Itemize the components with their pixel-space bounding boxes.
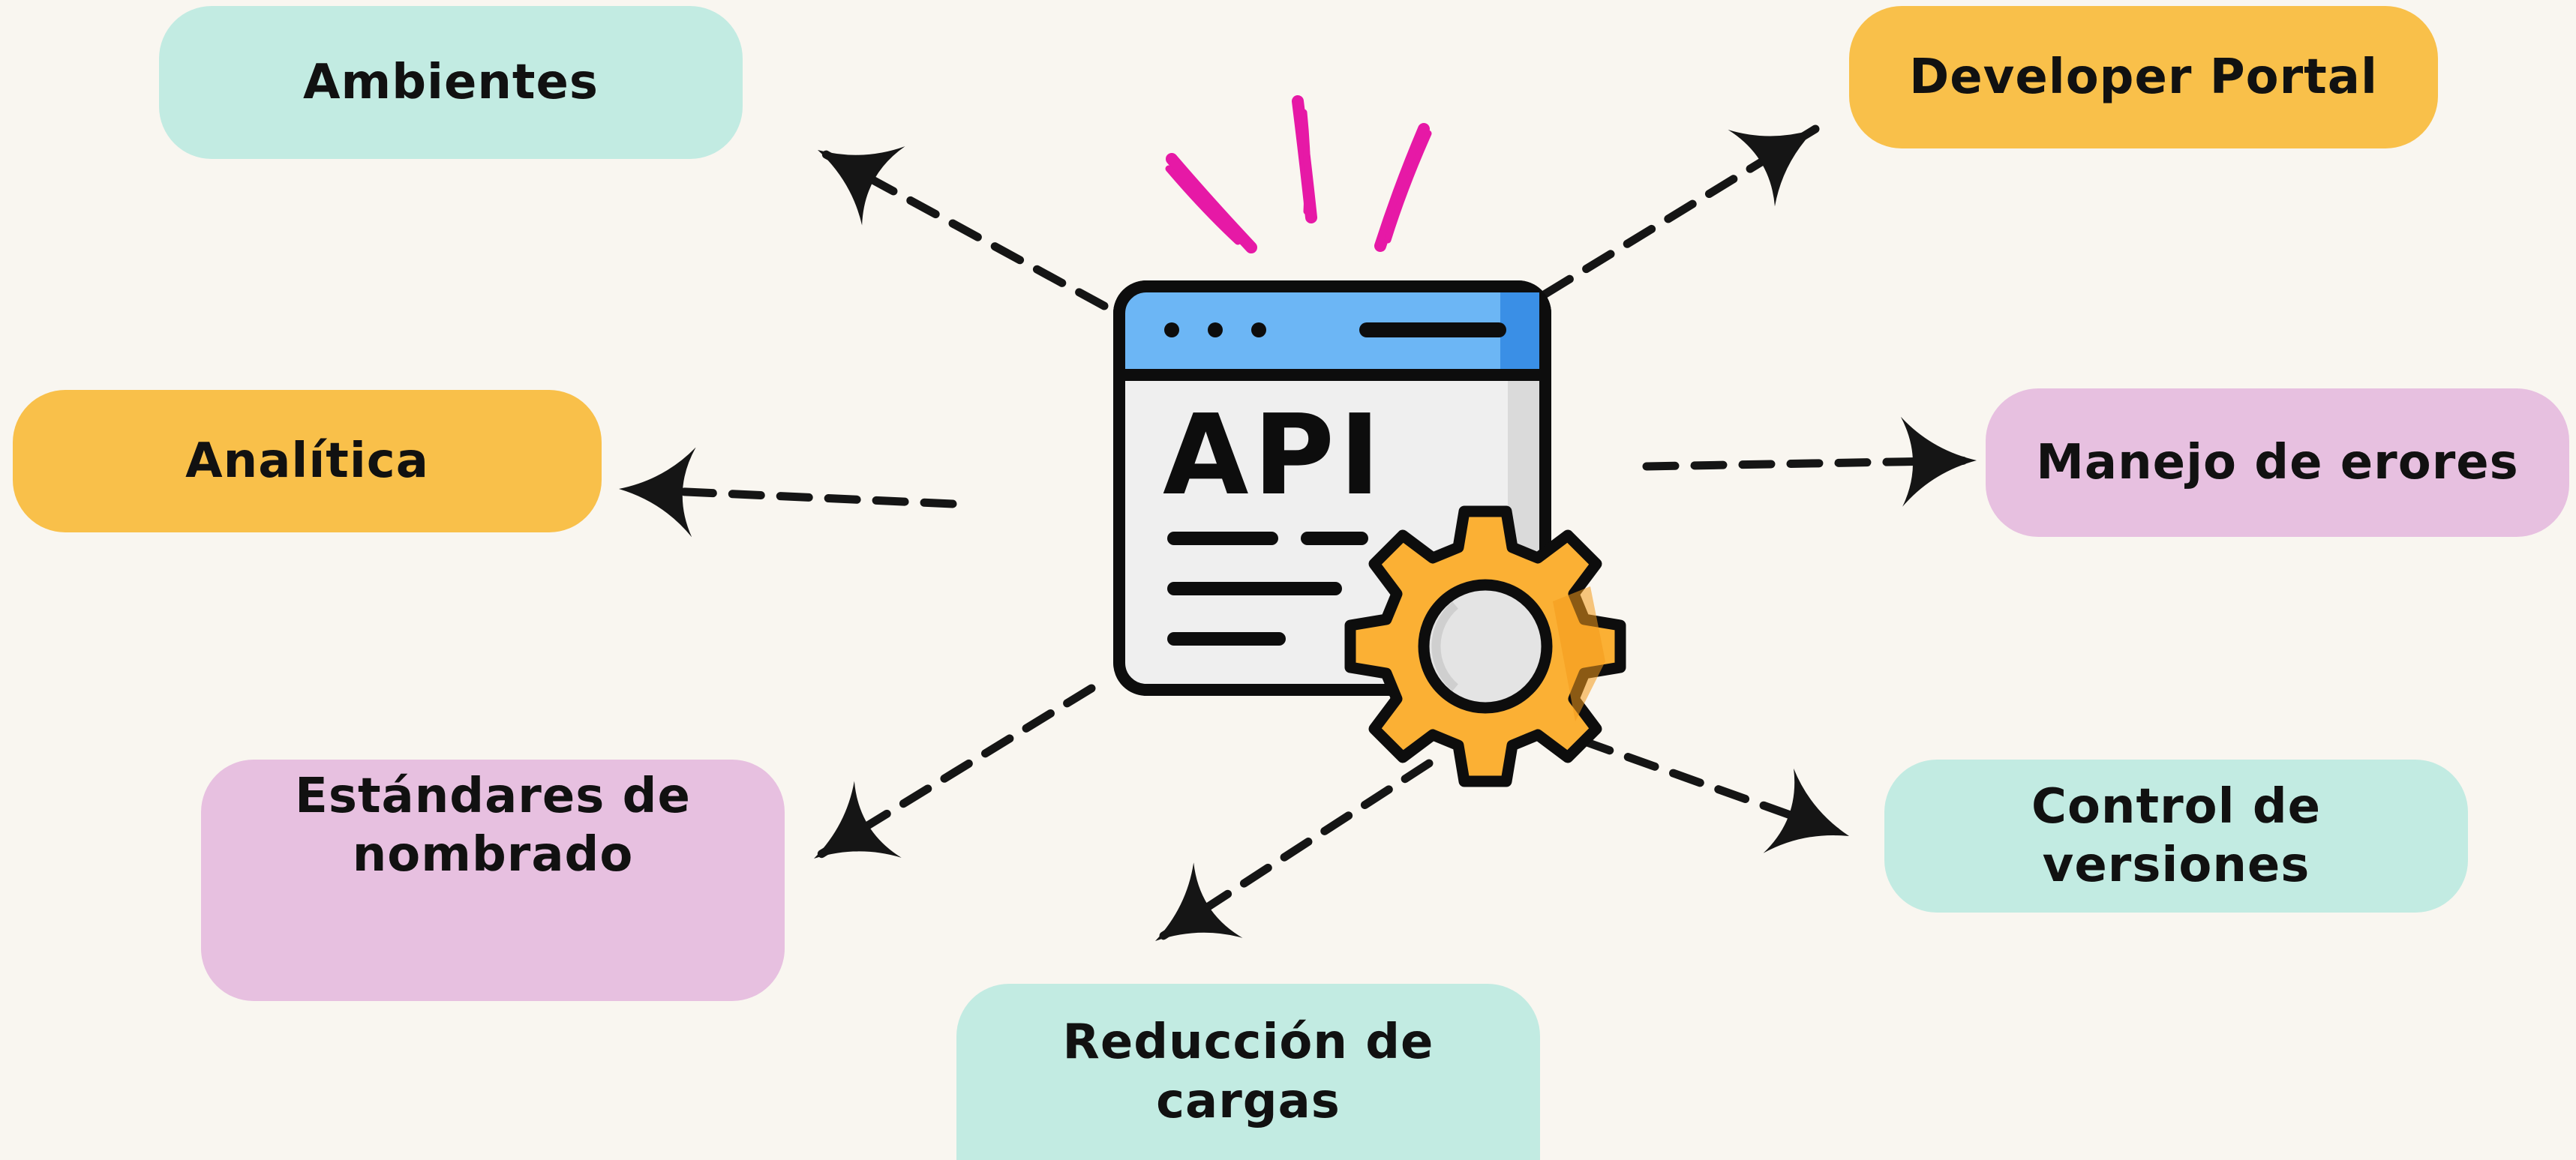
gear-icon [1344,505,1626,787]
node-manejo-errores-label: Manejo de erores [2036,434,2519,490]
node-reduccion-cargas-label: Reducción de cargas [1062,1015,1434,1129]
node-ambientes: Ambientes [159,6,743,159]
arrow-to-ambientes [813,145,1109,310]
node-control-versiones: Control de versiones [1884,760,2468,913]
node-analitica-label: Analítica [185,433,429,489]
node-reduccion-cargas: Reducción de cargas [956,984,1540,1160]
arrow-to-developer-portal [1541,124,1820,298]
api-label: API [1163,391,1385,520]
arrow-to-reduccion-cargas [1151,759,1434,946]
node-manejo-errores: Manejo de erores [1986,388,2569,537]
burst-icon [1165,95,1432,253]
node-estandares-label: Estándares de nombrado [295,769,691,883]
node-control-versiones-label: Control de versiones [2031,778,2322,893]
arrow-to-control-versiones [1578,736,1854,853]
node-ambientes-label: Ambientes [302,54,599,110]
node-developer-portal: Developer Portal [1849,6,2438,148]
node-developer-portal-label: Developer Portal [1909,49,2378,105]
arrow-to-manejo-errores [1642,416,1981,507]
node-analitica: Analítica [13,390,602,532]
node-estandares: Estándares de nombrado [201,760,785,1001]
arrow-to-analitica [614,447,957,538]
arrow-to-estandares [809,684,1096,863]
